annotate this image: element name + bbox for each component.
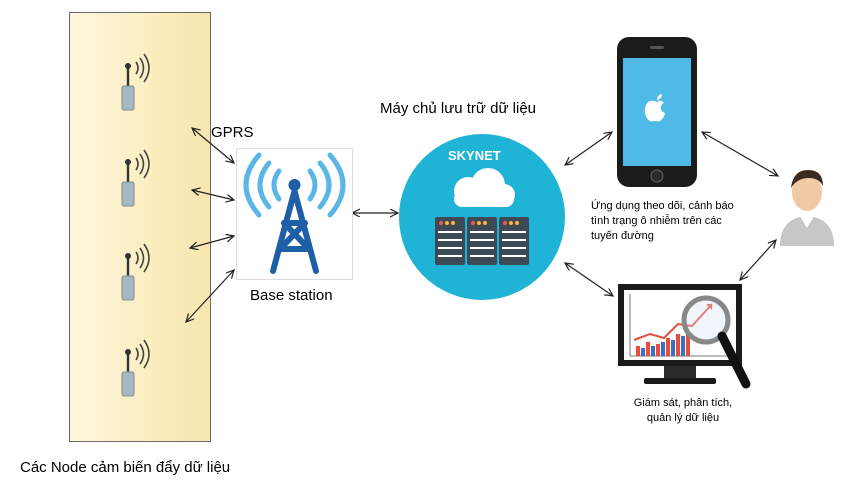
app-description-line: Ứng dụng theo dõi, cảnh báo — [591, 200, 734, 212]
monitor-description: Giám sát, phân tích, quản lý dữ liệu — [613, 396, 753, 426]
arrow-node4-base — [186, 270, 234, 322]
arrow-node2-base — [192, 190, 234, 200]
cloud-server-icon — [399, 134, 565, 300]
arrow-node3-base — [190, 236, 234, 248]
sensor-node-icon — [121, 243, 150, 301]
sensor-node-icon — [121, 53, 150, 111]
nodes-caption: Các Node cảm biến đẩy dữ liệu — [20, 459, 231, 476]
app-description-line: tình trạng ô nhiễm trên các — [591, 215, 722, 227]
app-description: Ứng dụng theo dõi, cảnh báo tình trạng ô… — [591, 199, 734, 244]
arrow-user-monitor — [740, 240, 776, 280]
skynet-label: SKYNET — [448, 148, 501, 163]
monitor-description-line: Giám sát, phân tích, — [633, 397, 733, 409]
sensor-node-panel — [69, 12, 211, 442]
sensor-node-icon — [121, 339, 150, 397]
base-station-label: Base station — [250, 287, 333, 304]
sensor-node-icon — [121, 149, 150, 207]
arrow-phone-user — [702, 132, 778, 176]
arrow-node1-base — [192, 128, 234, 163]
analytics-monitor-icon — [618, 284, 751, 389]
arrow-server-phone — [565, 132, 612, 165]
apple-logo-icon — [644, 94, 665, 122]
gprs-label: GPRS — [211, 124, 254, 141]
user-avatar-icon — [780, 170, 834, 246]
app-description-line: tuyến đường — [591, 230, 654, 242]
server-title: Máy chủ lưu trữ dữ liệu — [380, 100, 537, 117]
smartphone-icon — [617, 37, 697, 187]
monitor-description-line: quản lý dữ liệu — [646, 412, 720, 424]
radio-tower-icon — [243, 152, 346, 274]
base-station-box — [236, 148, 353, 280]
arrow-server-monitor — [565, 263, 613, 296]
